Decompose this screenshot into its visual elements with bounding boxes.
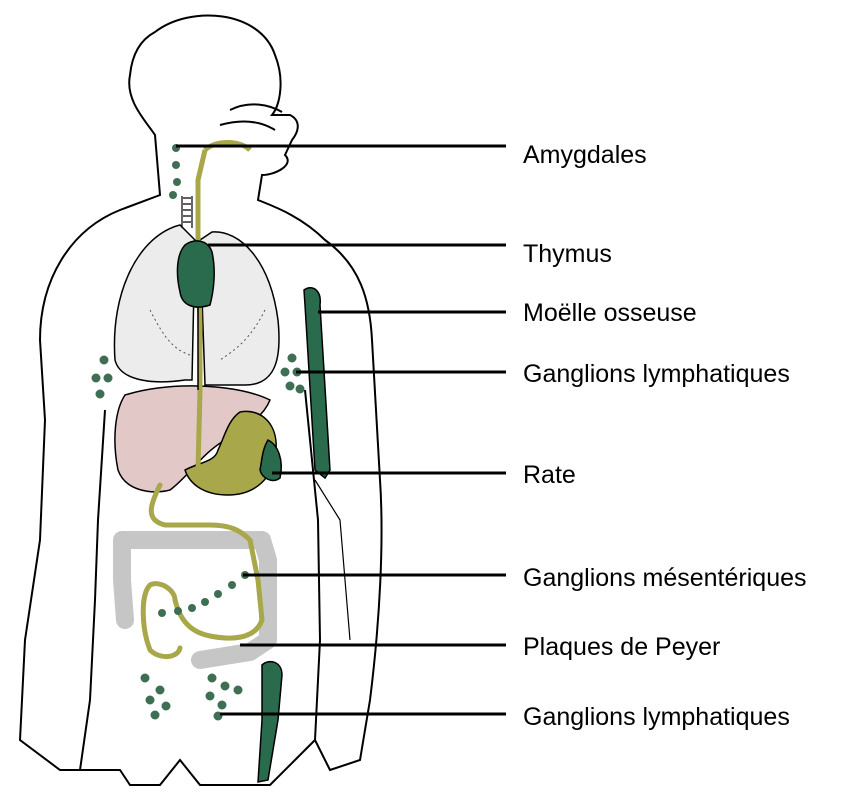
label-ganglions-mesenteriques: Ganglions mésentériques xyxy=(523,564,807,592)
leg-bone-marrow xyxy=(258,662,282,782)
label-plaques-de-peyer: Plaques de Peyer xyxy=(523,633,720,661)
trachea xyxy=(182,196,192,228)
label-rate: Rate xyxy=(523,461,576,489)
label-thymus: Thymus xyxy=(523,240,612,268)
small-intestine xyxy=(143,485,262,657)
label-amygdales: Amygdales xyxy=(523,141,647,169)
arm-bone-marrow xyxy=(304,288,330,478)
label-moelle-osseuse: Moëlle osseuse xyxy=(523,299,697,327)
label-ganglions-lymphatiques-upper: Ganglions lymphatiques xyxy=(523,360,790,388)
thymus xyxy=(177,241,214,307)
labels: Amygdales Thymus Moëlle osseuse Ganglion… xyxy=(523,141,807,731)
label-ganglions-lymphatiques-lower: Ganglions lymphatiques xyxy=(523,703,790,731)
